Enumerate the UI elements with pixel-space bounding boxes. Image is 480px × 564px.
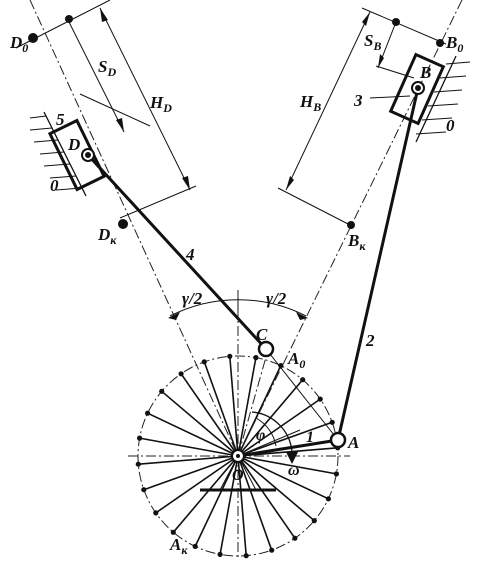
slider-D [43, 111, 107, 197]
crank-position-point [170, 529, 176, 535]
crank-position-point [278, 363, 284, 369]
crank-position-point [333, 471, 339, 477]
slider-B [388, 52, 457, 143]
label-Dk: Dк [97, 225, 117, 247]
crank-position-line [139, 437, 239, 457]
crank-position-point [178, 371, 184, 377]
crank-position-line [194, 455, 239, 547]
crank-position-line [155, 455, 239, 514]
joint-D0-dim [65, 15, 73, 23]
crank-position-point [300, 377, 306, 383]
crank-position-point [269, 547, 275, 553]
crank-position-line [219, 455, 239, 555]
crank-position-point [192, 543, 198, 550]
crank-positions [135, 353, 341, 559]
label-C: C [256, 325, 268, 344]
label-link4: 4 [185, 245, 195, 264]
left-ground-hatch [29, 115, 83, 191]
crank-position-point [135, 461, 141, 467]
label-HD: HD [149, 93, 172, 115]
crank-position-line [143, 455, 239, 491]
crank-position-line [180, 373, 239, 457]
crank-position-line [147, 412, 239, 457]
crank-position-line [237, 455, 296, 539]
crank-position-line [237, 455, 315, 522]
label-SD: SD [98, 57, 116, 79]
label-phi: φ [256, 427, 265, 444]
label-SB: SB [364, 31, 381, 53]
crank-position-line [237, 398, 321, 457]
label-A0: A0 [287, 349, 305, 371]
joint-A [329, 431, 347, 449]
crank-position-line [172, 455, 239, 533]
joint-Dk [118, 219, 128, 229]
crank-position-point [145, 410, 151, 416]
axis-to-A0 [237, 349, 269, 457]
crank-position-line [237, 455, 247, 556]
crank-position-point [201, 359, 207, 365]
label-ground-left: 0 [50, 176, 59, 195]
label-link3: 3 [353, 91, 363, 110]
crank-position-line [237, 455, 337, 475]
label-D: D [67, 135, 80, 154]
link-4 [86, 153, 268, 351]
crank-position-point [159, 388, 165, 394]
joint-B0-dim [392, 18, 400, 26]
crank-position-point [317, 396, 323, 402]
crank-position-point [253, 355, 259, 361]
label-link2: 2 [365, 331, 375, 350]
label-ground-right: 0 [446, 116, 455, 135]
crank-position-line [161, 390, 239, 457]
crank-position-line [237, 357, 257, 457]
right-ground-hatch [415, 61, 471, 135]
label-HB: HB [299, 92, 321, 114]
crank-position-line [237, 421, 333, 457]
left-slider-axis [29, 0, 239, 457]
label-link1: 1 [306, 429, 314, 446]
crank-position-point [217, 551, 223, 558]
label-D0: D0 [9, 33, 28, 55]
crank-position-point [227, 353, 233, 359]
omega-arc [251, 411, 293, 453]
crank-position-point [243, 553, 249, 559]
label-gamma-left: γ/2 [182, 289, 203, 308]
crank-position-point [292, 535, 298, 541]
joint-C [257, 340, 275, 358]
crank-position-point [153, 510, 159, 516]
crank-position-line [203, 361, 239, 457]
label-Ak: Aк [169, 535, 188, 557]
phi-arc [255, 417, 277, 447]
label-B: B [419, 63, 431, 82]
link-1 [236, 438, 340, 458]
label-omega: ω [288, 462, 300, 479]
label-O: O [232, 467, 244, 484]
joint-Bk [347, 221, 355, 229]
crank-position-point [329, 419, 335, 425]
joint-D0 [28, 33, 38, 43]
crank-position-point [325, 496, 331, 502]
crank-position-line [237, 455, 329, 500]
label-link5: 5 [56, 110, 65, 129]
label-A: A [347, 433, 359, 452]
crank-position-line [229, 356, 239, 457]
joint-B0 [436, 39, 444, 47]
crank-position-line [237, 455, 273, 551]
crank-position-point [311, 518, 317, 524]
crank-position-line [138, 455, 239, 465]
label-gamma-right: γ/2 [266, 289, 287, 308]
label-B0: B0 [445, 33, 463, 55]
link-2 [336, 86, 420, 442]
crank-position-point [137, 435, 143, 441]
crank-position-point [141, 487, 147, 493]
label-Bk: Bк [347, 231, 366, 253]
